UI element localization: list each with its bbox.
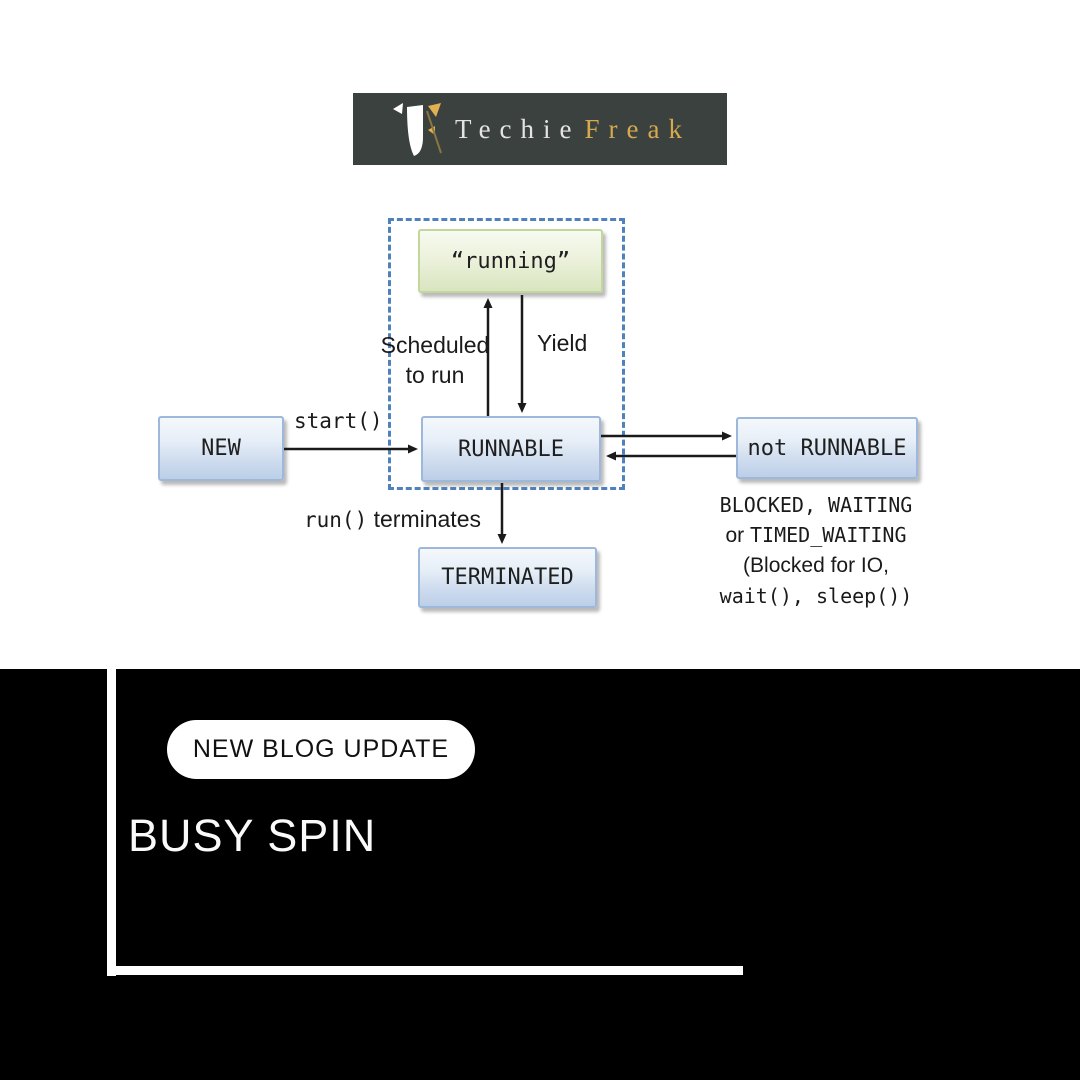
label-scheduled-line1: Scheduled xyxy=(380,332,490,358)
blocked-line-2-or: or xyxy=(725,524,750,547)
label-run-code: run() xyxy=(304,508,368,532)
state-label-terminated: TERMINATED xyxy=(441,565,574,590)
new-blog-update-badge: NEW BLOG UPDATE xyxy=(167,720,475,779)
state-label-running: “running” xyxy=(450,248,571,274)
blocked-line-4: wait(), sleep()) xyxy=(719,584,913,608)
frame-vertical-line xyxy=(107,669,116,976)
state-box-runnable: RUNNABLE xyxy=(421,416,601,482)
logo-text-freak: Freak xyxy=(584,113,692,144)
blocked-line-2: or TIMED_WAITING xyxy=(703,520,929,551)
blocked-line-2-code: TIMED_WAITING xyxy=(749,523,907,547)
label-run-terminates: run() terminates xyxy=(304,506,481,533)
state-box-not-runnable: not RUNNABLE xyxy=(736,417,918,479)
state-box-new: NEW xyxy=(158,416,284,481)
blocked-line-3: (Blocked for IO, xyxy=(743,554,889,577)
label-terminates-word: terminates xyxy=(367,506,481,532)
state-box-terminated: TERMINATED xyxy=(418,547,597,608)
label-start-call: start() xyxy=(294,409,383,433)
label-scheduled-to-run: Scheduled to run xyxy=(380,330,490,390)
state-box-running: “running” xyxy=(418,229,603,293)
label-blocked-states: BLOCKED, WAITING or TIMED_WAITING (Block… xyxy=(703,490,929,611)
label-scheduled-line2: to run xyxy=(405,362,465,388)
blog-post-title: BUSY SPIN xyxy=(128,810,377,861)
state-label-new: NEW xyxy=(201,436,241,461)
techiefreak-logo-icon xyxy=(392,103,442,156)
state-label-not-runnable: not RUNNABLE xyxy=(747,435,907,461)
bottom-banner: NEW BLOG UPDATE BUSY SPIN xyxy=(0,669,1080,1080)
blocked-line-1: BLOCKED, WAITING xyxy=(719,493,913,517)
frame-horizontal-line xyxy=(107,966,743,975)
label-yield: Yield xyxy=(537,330,588,356)
logo-text-techie: Techie xyxy=(454,113,581,144)
badge-label: NEW BLOG UPDATE xyxy=(192,735,450,763)
state-label-runnable: RUNNABLE xyxy=(458,436,564,462)
runnable-group-dashed-border xyxy=(388,218,625,490)
